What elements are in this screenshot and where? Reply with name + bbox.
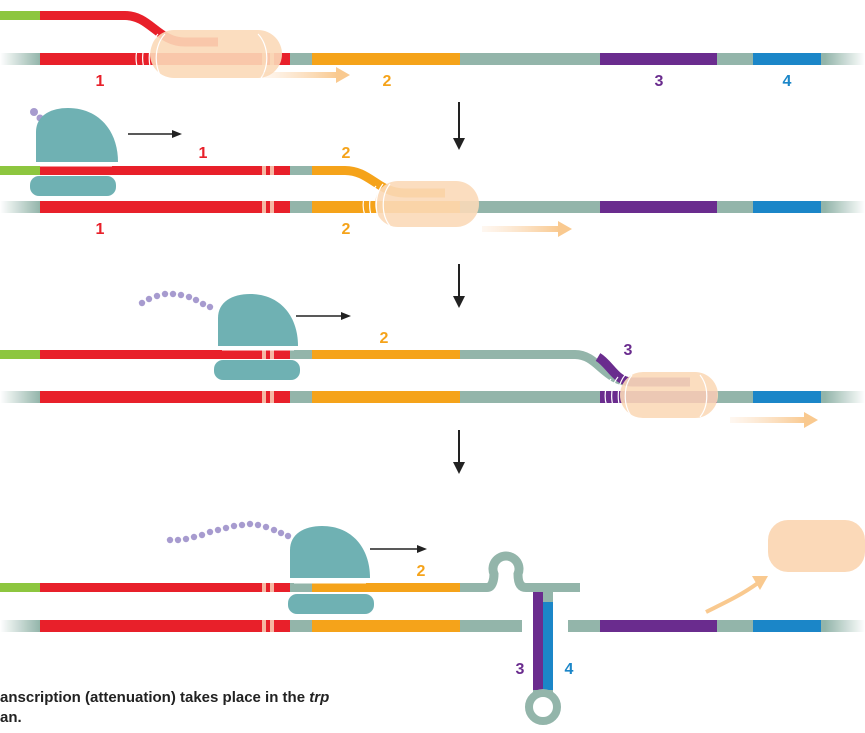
ribosome-direction-arrow	[128, 130, 182, 138]
step-arrow-3	[453, 430, 465, 474]
ribosome	[138, 290, 300, 380]
rna-region-1-label: 1	[199, 145, 208, 162]
rna-region-2-label: 2	[342, 145, 351, 162]
released-rna-polymerase	[768, 520, 865, 572]
step-arrow-2	[453, 264, 465, 308]
nascent-peptide	[166, 520, 292, 544]
terminator-hairpin	[525, 592, 561, 725]
stem-region-3-label: 3	[516, 661, 525, 678]
mrna-transcript	[0, 551, 580, 592]
figure-caption: anscription (attenuation) takes place in…	[0, 688, 520, 728]
rna-region-2-label: 2	[417, 563, 426, 580]
rna-polymerase	[135, 30, 282, 83]
panel-3: 2 3	[0, 290, 865, 428]
transcription-direction-arrow	[730, 412, 818, 428]
caption-gene-name: trp	[309, 689, 330, 706]
dna-strand	[0, 391, 865, 403]
step-arrow-1	[453, 102, 465, 150]
stem-region-4-label: 4	[565, 661, 574, 678]
region-3-label: 3	[655, 73, 664, 90]
rna-region-2-label: 2	[380, 330, 389, 347]
dna-region-1-label: 1	[96, 221, 105, 238]
nascent-peptide	[138, 290, 214, 311]
release-arrow	[705, 576, 768, 614]
dna-region-2-label: 2	[342, 221, 351, 238]
transcription-direction-arrow	[262, 67, 350, 83]
rna-polymerase	[362, 181, 479, 227]
ribosome	[166, 520, 374, 614]
caption-text: anscription (attenuation) takes place in…	[0, 689, 310, 706]
dna-strand	[0, 53, 865, 65]
panel-4: 2 3 4	[0, 520, 865, 725]
region-2-label: 2	[383, 73, 392, 90]
rna-polymerase	[604, 372, 718, 418]
rna-region-3-label: 3	[624, 342, 633, 359]
transcription-direction-arrow	[482, 221, 572, 237]
ribosome	[30, 108, 118, 196]
caption-line-2: an.	[0, 709, 22, 726]
region-4-label: 4	[783, 73, 792, 90]
ribosome-direction-arrow	[296, 312, 351, 320]
region-1-label: 1	[96, 73, 105, 90]
panel-1: 1 2 3 4	[0, 11, 865, 90]
mrna-transcript	[0, 350, 690, 387]
dna-strand	[0, 620, 865, 632]
panel-2: 1 2 1 2	[0, 108, 865, 238]
ribosome-direction-arrow	[370, 545, 427, 553]
